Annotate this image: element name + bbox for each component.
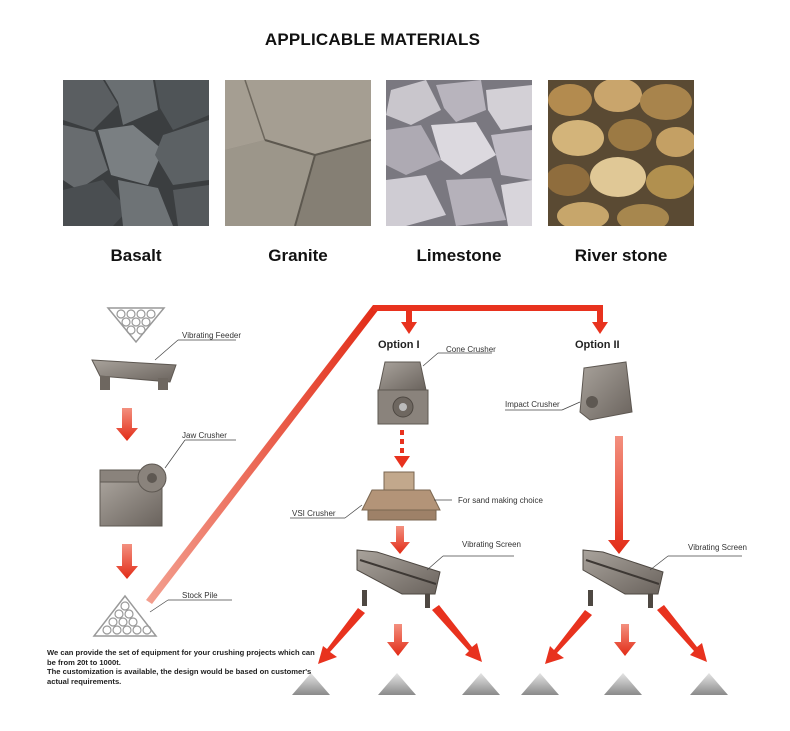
label-vibrating-screen-1: Vibrating Screen (462, 540, 521, 549)
label-vibrating-screen-2: Vibrating Screen (688, 543, 747, 552)
label-option-1: Option I (378, 339, 420, 351)
output-piles (292, 673, 728, 695)
feeder-hopper-icon (106, 307, 166, 344)
material-name-granite: Granite (268, 246, 328, 265)
granite-photo (225, 80, 371, 226)
vibrating-screen-machine-2 (582, 549, 742, 608)
output-arrows-2 (545, 605, 707, 664)
cone-crusher-machine (377, 352, 492, 425)
vsi-crusher-machine (290, 471, 452, 521)
dashed-arrow (394, 430, 410, 468)
note-line-2: The customization is available, the desi… (47, 667, 312, 686)
label-cone-crusher: Cone Crusher (446, 345, 496, 354)
label-stock-pile: Stock Pile (182, 591, 218, 600)
capacity-note: We can provide the set of equipment for … (47, 648, 317, 686)
output-arrows-1 (318, 605, 482, 664)
label-sand-choice: For sand making choice (458, 496, 543, 505)
label-option-2: Option II (575, 339, 620, 351)
note-line-1: We can provide the set of equipment for … (47, 648, 315, 667)
jaw-crusher-machine (99, 439, 236, 527)
material-name-river-stone: River stone (574, 246, 668, 265)
label-vsi-crusher: VSI Crusher (292, 509, 336, 518)
vibrating-screen-machine-1 (356, 549, 514, 608)
impact-crusher-machine (505, 361, 633, 421)
river-stone-photo (548, 80, 694, 226)
page-title: APPLICABLE MATERIALS (264, 30, 481, 49)
basalt-photo (63, 80, 209, 226)
label-vibrating-feeder: Vibrating Feeder (182, 331, 241, 340)
material-name-limestone: Limestone (416, 246, 502, 265)
stock-pile-icon (92, 594, 232, 637)
label-jaw-crusher: Jaw Crusher (182, 431, 227, 440)
conveyor-arrow-line (146, 305, 608, 604)
label-impact-crusher: Impact Crusher (505, 400, 560, 409)
material-name-basalt: Basalt (110, 246, 162, 265)
vibrating-feeder-machine (91, 339, 236, 390)
limestone-photo (386, 80, 532, 226)
